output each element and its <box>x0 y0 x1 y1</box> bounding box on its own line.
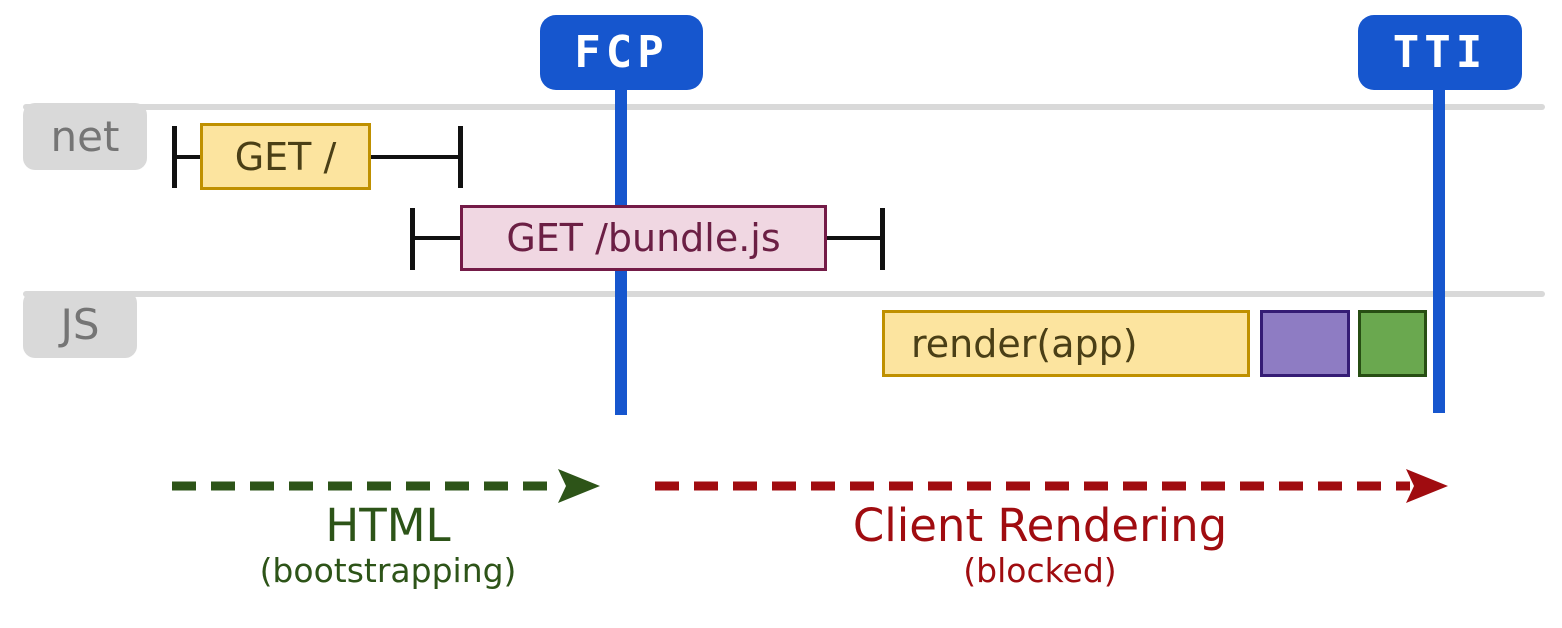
lane-label-js: JS <box>23 291 137 358</box>
fcp-badge-label: FCP <box>574 27 669 78</box>
tti-marker-line <box>1433 84 1445 413</box>
net-lane-line <box>23 104 1545 110</box>
fcp-badge: FCP <box>540 15 703 90</box>
get-root-right-whisker <box>458 126 463 188</box>
phase-client-rendering-title: Client Rendering <box>852 499 1228 552</box>
tti-badge-label: TTI <box>1392 27 1488 78</box>
phase-html-subtitle: (bootstrapping) <box>259 551 517 590</box>
js-lane-line <box>23 291 1545 297</box>
client-rendering-arrow <box>655 469 1448 503</box>
js-task-box-green <box>1358 310 1427 377</box>
lane-label-js-text: JS <box>60 300 100 349</box>
get-root-request-label: GET / <box>234 134 337 179</box>
get-bundle-request-label: GET /bundle.js <box>506 216 781 260</box>
get-root-request-box: GET / <box>200 123 371 190</box>
lane-label-net: net <box>23 103 147 170</box>
html-bootstrapping-arrow <box>172 469 600 503</box>
get-bundle-right-whisker <box>880 208 885 270</box>
get-bundle-request-box: GET /bundle.js <box>460 205 827 271</box>
tti-badge: TTI <box>1358 15 1522 90</box>
lane-label-net-text: net <box>50 112 120 161</box>
render-app-task-label: render(app) <box>911 321 1138 366</box>
js-task-box-purple <box>1260 310 1350 377</box>
phase-html-title: HTML <box>325 499 451 552</box>
render-app-task-box: render(app) <box>882 310 1250 377</box>
phase-client-rendering-subtitle: (blocked) <box>963 551 1117 590</box>
